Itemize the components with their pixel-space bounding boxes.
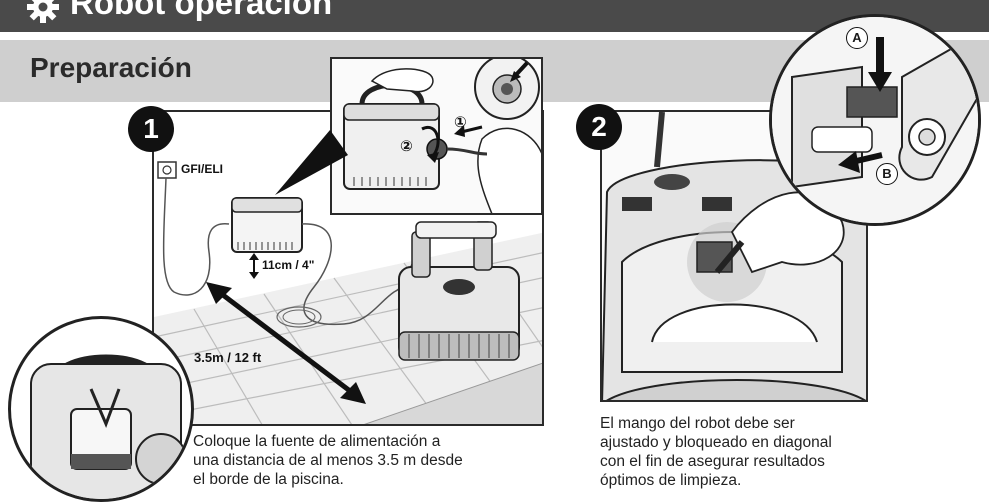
gear-icon xyxy=(27,0,59,23)
step2-caption: El mango del robot debe ser ajustado y b… xyxy=(600,414,900,490)
step1-caption-line: Coloque la fuente de alimentación a xyxy=(193,433,441,450)
step2-caption-line: óptimos de limpieza. xyxy=(600,472,742,489)
step1-caption-line: el borde de la piscina. xyxy=(193,471,344,488)
power-cord xyxy=(162,177,230,296)
power-supply-unit xyxy=(231,197,303,253)
outlet-label: GFI/ELI xyxy=(181,162,223,176)
marker-b-label: B xyxy=(882,166,892,181)
handle-detail-illustration xyxy=(30,354,187,499)
step2-illustration-panel xyxy=(600,110,868,402)
height-label: 11cm / 4" xyxy=(262,258,315,272)
marker-rotate: ② xyxy=(400,138,413,155)
subsection-title: Preparación xyxy=(30,52,192,83)
step2-caption-line: El mango del robot debe ser xyxy=(600,415,795,432)
distance-arrow xyxy=(206,282,366,404)
marker-a: A xyxy=(846,27,868,49)
inset-pointer xyxy=(275,130,348,195)
pool-deck-illustration xyxy=(154,161,542,424)
marker-push: ① xyxy=(454,114,467,131)
latch-detail-illustration xyxy=(772,17,978,223)
pool-robot xyxy=(398,221,520,361)
distance-label: 3.5m / 12 ft xyxy=(194,350,262,365)
step1-detail-inset: ① ② xyxy=(330,57,543,215)
power-supply-connection-detail xyxy=(332,59,541,213)
step2-badge: 2 xyxy=(576,104,622,150)
height-arrow xyxy=(249,253,259,279)
pool-edge xyxy=(364,362,542,424)
step1-caption-line: una distancia de al menos 3.5 m desde xyxy=(193,452,463,469)
marker-a-label: A xyxy=(852,30,862,45)
wall-outlet-icon xyxy=(157,161,177,179)
robot-handle-illustration xyxy=(602,112,866,400)
section-header-bar: Robot operación xyxy=(0,0,989,32)
step1-caption: Coloque la fuente de alimentación a una … xyxy=(193,432,543,489)
step1-badge: 1 xyxy=(128,106,174,152)
handle-lock-circle-inset xyxy=(8,316,194,502)
handle-latch-circle-inset: A B xyxy=(769,14,981,226)
step2-caption-line: con el fin de asegurar resultados xyxy=(600,453,825,470)
section-title: Robot operación xyxy=(70,0,333,21)
marker-b: B xyxy=(876,163,898,185)
step2-caption-line: ajustado y bloqueado en diagonal xyxy=(600,434,832,451)
